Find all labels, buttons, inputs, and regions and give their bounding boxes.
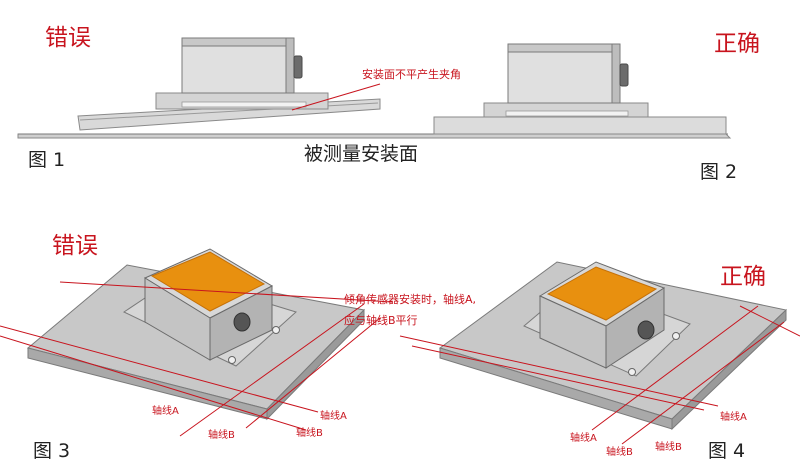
fig4-axis-a: 轴线A <box>720 412 747 423</box>
fig1-note: 安装面不平产生夹角 <box>362 68 461 81</box>
fig1-sensor <box>77 37 381 131</box>
mount-surface <box>17 133 732 139</box>
fig4-axis-b2: 轴线B <box>606 447 633 458</box>
fig3-verdict: 错误 <box>52 233 98 259</box>
fig3-axis-b: 轴线B <box>208 430 235 441</box>
fig3-axis-a2: 轴线A <box>320 411 347 422</box>
fig2-verdict: 正确 <box>714 31 760 57</box>
fig2-label: 图 2 <box>700 161 738 183</box>
fig4-verdict: 正确 <box>720 264 766 290</box>
fig4-axis-lines <box>399 305 800 445</box>
fig4-label: 图 4 <box>708 440 746 462</box>
fig4-axis-a2: 轴线A <box>570 433 597 444</box>
fig3-sensor <box>26 248 366 421</box>
fig1-label: 图 1 <box>28 149 66 171</box>
fig3-label: 图 3 <box>33 440 71 462</box>
fig1-verdict: 错误 <box>45 25 91 51</box>
surface-label: 被测量安装面 <box>304 143 419 165</box>
install-note-line1: 倾角传感器安装时，轴线A, <box>344 293 477 306</box>
fig4-sensor <box>438 261 788 431</box>
fig4-axis-b: 轴线B <box>655 442 682 453</box>
fig3-axis-a: 轴线A <box>152 406 179 417</box>
fig2-sensor <box>433 43 727 135</box>
fig3-axis-lines <box>0 281 393 437</box>
fig1-angle-line <box>291 83 381 111</box>
fig3-axis-b2: 轴线B <box>296 428 323 439</box>
install-note-line2: 应与轴线B平行 <box>344 314 418 327</box>
